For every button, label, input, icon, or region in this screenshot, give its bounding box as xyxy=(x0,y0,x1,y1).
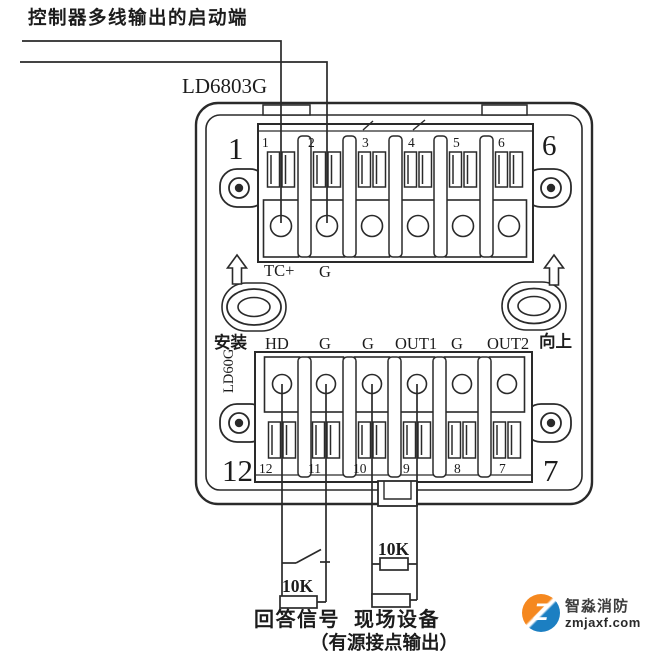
top-separators xyxy=(297,135,494,258)
corner-number-top-left: 1 xyxy=(228,131,244,166)
svg-text:12: 12 xyxy=(259,461,273,476)
terminal-label-hd: HD xyxy=(265,334,289,353)
mounting-ear-top-left xyxy=(219,168,268,208)
field-device-box-icon xyxy=(371,593,411,608)
mounting-slots xyxy=(221,253,567,332)
mounting-slot-right xyxy=(501,281,567,331)
mounting-slot-left xyxy=(221,282,287,332)
terminal-label-g1: G xyxy=(319,334,331,353)
top-wire-slots xyxy=(266,151,524,188)
field-device-sublabel: （有源接点输出） xyxy=(310,632,458,653)
watermark-site: zmjaxf.com xyxy=(565,615,641,630)
device-top-tab-right xyxy=(481,104,528,116)
up-arrow-icon xyxy=(542,253,566,286)
svg-text:11: 11 xyxy=(308,461,321,476)
bottom-terminal-numbers: 12 11 10 9 8 7 xyxy=(259,461,506,476)
answer-resistor-value: 10K xyxy=(282,576,314,596)
corner-number-bottom-left: 12 xyxy=(222,453,253,488)
install-label: 安装 xyxy=(214,332,248,352)
controller-wire-1 xyxy=(22,40,282,223)
watermark-name: 智淼消防 xyxy=(565,598,630,615)
device-top-tab-left xyxy=(262,104,311,116)
leader-tick xyxy=(362,120,374,131)
svg-text:8: 8 xyxy=(454,461,461,476)
mounting-ear-top-right xyxy=(523,168,572,208)
controller-note: 控制器多线输出的启动端 xyxy=(28,7,248,28)
answer-signal-label: 回答信号 xyxy=(254,607,340,631)
terminal-label-g2: G xyxy=(362,334,374,353)
top-screw-cells xyxy=(262,199,528,258)
svg-text:2: 2 xyxy=(308,135,315,150)
svg-text:10: 10 xyxy=(353,461,367,476)
mounting-ear-bottom-right xyxy=(523,403,572,443)
corner-number-bottom-right: 7 xyxy=(543,453,559,488)
field-resistor-value: 10K xyxy=(378,539,410,559)
bottom-terminal-labels: HD G G OUT1 G OUT2 xyxy=(265,334,529,353)
terminal-block-top xyxy=(257,119,534,263)
resistors xyxy=(279,557,411,609)
top-terminal-labels: TC+ G xyxy=(264,261,331,281)
base-model-label: LD60G xyxy=(221,348,237,393)
site-watermark: Z 智淼消防 zmjaxf.com xyxy=(522,594,641,632)
corner-number-top-right: 6 xyxy=(542,130,557,162)
up-label: 向上 xyxy=(539,331,572,351)
svg-text:5: 5 xyxy=(453,135,460,150)
field-resistor-icon xyxy=(379,557,409,571)
bottom-wire-slots xyxy=(267,421,522,459)
svg-text:6: 6 xyxy=(498,135,505,150)
svg-text:1: 1 xyxy=(262,135,269,150)
terminal-label-tc: TC+ xyxy=(264,261,294,280)
top-terminal-numbers: 1 2 3 4 5 6 xyxy=(262,135,505,150)
terminal-label-g: G xyxy=(319,262,331,281)
terminal-label-out1: OUT1 xyxy=(395,334,437,353)
svg-text:7: 7 xyxy=(499,461,506,476)
controller-wire-2 xyxy=(20,61,328,223)
terminal-block-bottom xyxy=(254,351,533,483)
zhimiao-logo-icon: Z xyxy=(522,594,560,632)
svg-text:4: 4 xyxy=(408,135,415,150)
bottom-separators xyxy=(297,356,492,478)
up-arrow-icon xyxy=(225,253,249,285)
terminal-label-out2: OUT2 xyxy=(487,334,529,353)
wiring xyxy=(20,40,418,603)
svg-text:9: 9 xyxy=(403,461,410,476)
switch-icon xyxy=(282,548,330,564)
field-device-label: 现场设备 xyxy=(354,607,440,631)
leader-tick xyxy=(412,119,426,131)
device-bottom-tab xyxy=(377,480,418,507)
answer-resistor-icon xyxy=(279,595,318,609)
device-model-label: LD6803G xyxy=(182,74,267,98)
svg-text:3: 3 xyxy=(362,135,369,150)
terminal-label-g3: G xyxy=(451,334,463,353)
